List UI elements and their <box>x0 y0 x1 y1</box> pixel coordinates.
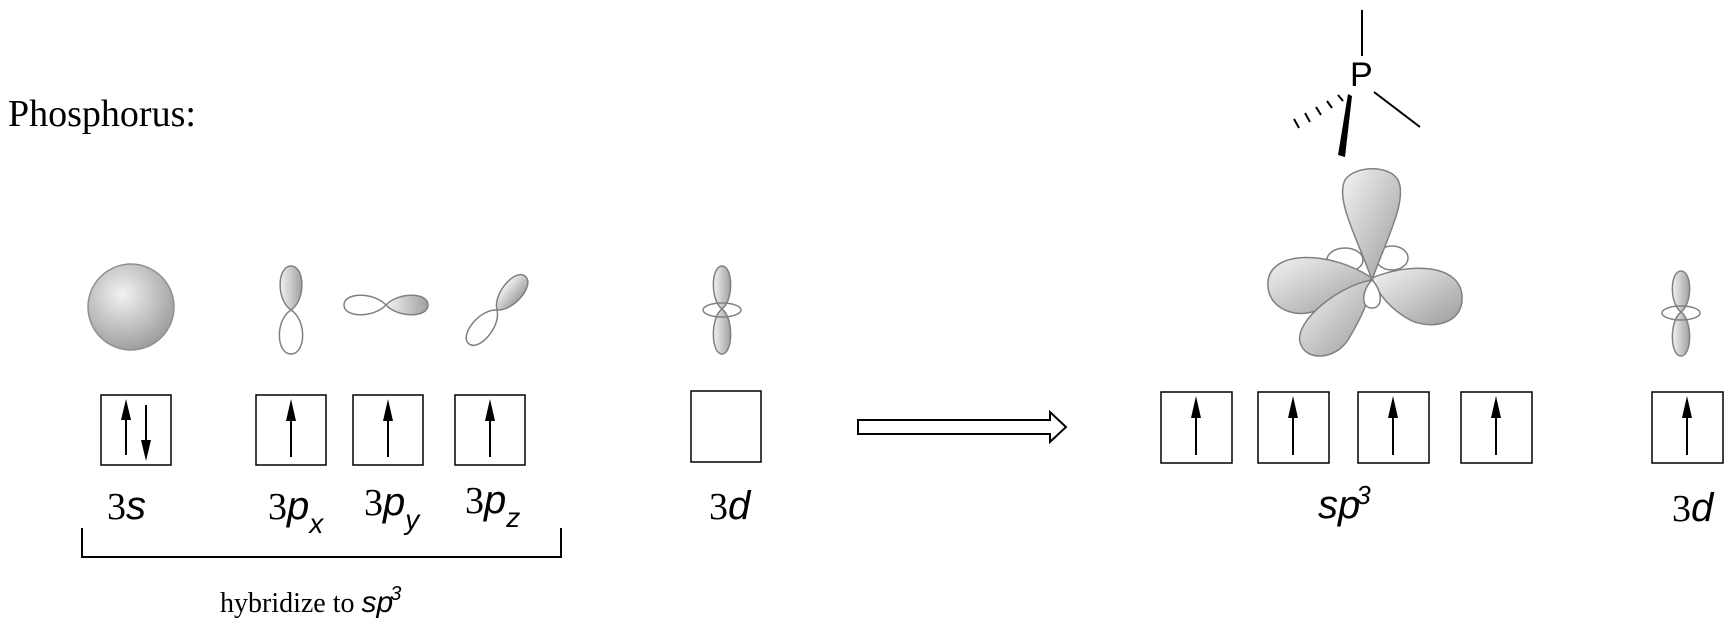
label-3d-left: 3d <box>709 484 751 528</box>
sp3-orbitals-icon <box>1267 168 1463 357</box>
s-orbital-sphere <box>87 263 175 351</box>
orbital-box-3s <box>100 394 172 466</box>
label-3pz: 3pz <box>465 478 521 533</box>
electron-arrow-3py <box>383 399 393 457</box>
orbital-box-3d-right <box>1651 391 1724 464</box>
electron-arrow-3pz <box>485 399 495 457</box>
electron-up-arrow-3s <box>121 399 131 455</box>
d-orbital-icon-left <box>702 265 742 355</box>
phosphorus-atom-label: P <box>1350 56 1373 94</box>
label-3px: 3px <box>268 484 324 539</box>
label-3d-right: 3d <box>1672 486 1714 530</box>
reaction-arrow-icon <box>857 409 1068 445</box>
phosphine-structure <box>1293 10 1421 157</box>
hybridize-bracket <box>81 528 562 558</box>
label-3py: 3py <box>364 480 420 535</box>
electron-arrow-sp3-2 <box>1288 396 1298 455</box>
label-sp3: sp3 <box>1318 480 1371 527</box>
electron-arrow-sp3-4 <box>1491 396 1501 455</box>
electron-arrow-sp3-1 <box>1191 396 1201 455</box>
orbital-box-3pz <box>454 394 526 466</box>
orbital-box-sp3-4 <box>1460 391 1533 464</box>
orbital-box-sp3-3 <box>1357 391 1430 464</box>
electron-arrow-sp3-3 <box>1388 396 1398 455</box>
label-3s: 3s <box>107 484 146 528</box>
orbital-box-3py <box>352 394 424 466</box>
electron-arrow-3d-right <box>1682 396 1692 455</box>
hybridize-label: hybridize to sp3 <box>220 583 402 619</box>
diagram-title: Phosphorus: <box>8 93 196 135</box>
orbital-box-sp3-2 <box>1257 391 1330 464</box>
orbital-box-3px <box>255 394 327 466</box>
orbital-box-sp3-1 <box>1160 391 1233 464</box>
pz-orbital-icon <box>465 273 529 347</box>
electron-down-arrow-3s <box>141 405 151 461</box>
d-orbital-icon-right <box>1661 270 1701 357</box>
py-orbital-icon <box>343 294 429 316</box>
orbital-box-3d <box>690 390 762 463</box>
electron-arrow-3px <box>286 399 296 457</box>
px-orbital-icon <box>278 265 304 355</box>
